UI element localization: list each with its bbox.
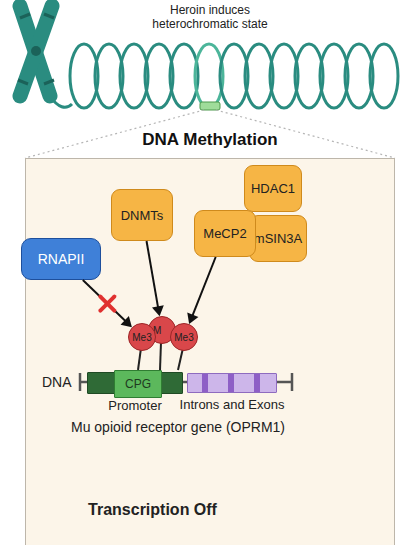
coil-start xyxy=(50,96,72,107)
polymerase-box: RNAPII xyxy=(21,238,101,280)
block-caption: Introns and Exons xyxy=(180,397,285,412)
node-label: DNMTs xyxy=(121,208,164,223)
node-label: Me3 xyxy=(174,332,193,343)
block-cross xyxy=(100,297,114,311)
cpg-island: CPG xyxy=(114,370,162,398)
arrow-line xyxy=(83,280,126,321)
exon-stripe xyxy=(254,374,260,392)
chromatin-coil xyxy=(50,44,398,108)
methyl-circle: Me3 xyxy=(170,323,198,351)
block-caption: Promoter xyxy=(108,398,161,413)
protein-box: MeCP2 xyxy=(194,210,256,257)
promoter-block: PromoterCPG xyxy=(87,372,183,394)
node-label: mSIN3A xyxy=(254,231,302,246)
heading-note: Heroin induces heterochromatic state xyxy=(140,3,280,32)
gene-body: Introns and Exons xyxy=(187,373,277,393)
node-label: CPG xyxy=(125,377,151,391)
enzyme-box: DNMTs xyxy=(111,189,173,241)
chromosome-band xyxy=(44,14,54,18)
dna-end-tick xyxy=(291,373,294,391)
panel-heading: DNA Methylation xyxy=(26,130,394,150)
methyl-stem xyxy=(160,342,161,370)
methyl-circle: Me3 xyxy=(128,323,156,351)
status-label: Transcription Off xyxy=(50,500,255,519)
dna-label: DNA xyxy=(42,374,72,391)
node-label: Me3 xyxy=(132,332,151,343)
chromosome-band xyxy=(18,80,28,84)
coil-loop xyxy=(370,44,398,108)
centromere xyxy=(31,46,41,56)
arrow-connector xyxy=(83,280,132,327)
arrow-head xyxy=(152,305,164,316)
protein-box: HDAC1 xyxy=(244,165,302,212)
protein-box: mSIN3A xyxy=(249,215,307,262)
arrow-line xyxy=(192,257,215,316)
gene-label: Mu opioid receptor gene (OPRM1) xyxy=(28,419,328,436)
arrow-head xyxy=(121,316,132,327)
arrow-connector xyxy=(147,241,164,316)
node-label: MeCP2 xyxy=(203,226,246,241)
exon-stripe xyxy=(228,374,234,392)
block-cross xyxy=(100,297,114,311)
node-label: RNAPII xyxy=(38,251,85,267)
arrow-connector xyxy=(187,257,215,324)
arrow-head xyxy=(187,312,198,324)
exon-stripe xyxy=(202,374,208,392)
chromosome-band xyxy=(20,14,30,18)
dna-end-tick xyxy=(79,373,82,391)
chromosome-band xyxy=(44,80,54,84)
node-label: HDAC1 xyxy=(251,181,295,196)
arrow-line xyxy=(147,241,159,307)
chromosome xyxy=(18,6,54,96)
zoom-region xyxy=(200,102,220,110)
methylation-panel: DNA MethylationRNAPIIDNMTsMeCP2HDAC1mSIN… xyxy=(25,158,395,545)
